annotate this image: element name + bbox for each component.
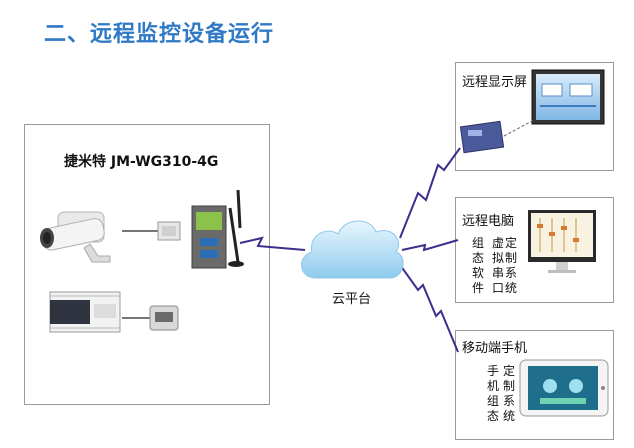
link-gateway-cloud bbox=[239, 236, 306, 251]
mobile-side-text-1: 手机 组态 bbox=[487, 364, 500, 423]
pc-side-text-1: 组态 软件 bbox=[472, 236, 485, 295]
pc-side-text-3: 定制 系统 bbox=[505, 236, 518, 295]
link-cloud-display bbox=[399, 147, 461, 239]
page-title: 二、远程监控设备运行 bbox=[44, 22, 275, 47]
camera-icon bbox=[40, 211, 111, 263]
remote-pc-label: 远程电脑 bbox=[462, 214, 515, 229]
cloud-label: 云平台 bbox=[332, 292, 372, 307]
gateway-label: 捷米特 JM-WG310-4G bbox=[64, 154, 219, 170]
router-device-icon bbox=[459, 119, 535, 154]
cloud-icon bbox=[301, 220, 404, 279]
pc-monitor-icon bbox=[528, 210, 596, 273]
mobile-tablet-icon bbox=[519, 359, 609, 417]
mobile-label: 移动端手机 bbox=[462, 341, 528, 356]
mobile-side-text-2: 定制 系统 bbox=[503, 364, 516, 423]
link-cloud-pc bbox=[401, 239, 459, 252]
link-cloud-mobile bbox=[397, 261, 459, 353]
ethernet-cable-icon bbox=[122, 221, 181, 241]
remote-display-label: 远程显示屏 bbox=[462, 75, 528, 90]
plc-icon bbox=[49, 291, 121, 333]
serial-cable-icon bbox=[122, 305, 179, 331]
remote-display-icon bbox=[531, 69, 605, 125]
pc-side-text-2: 虚拟串口 bbox=[492, 236, 505, 295]
gateway-device-icon bbox=[191, 189, 244, 269]
